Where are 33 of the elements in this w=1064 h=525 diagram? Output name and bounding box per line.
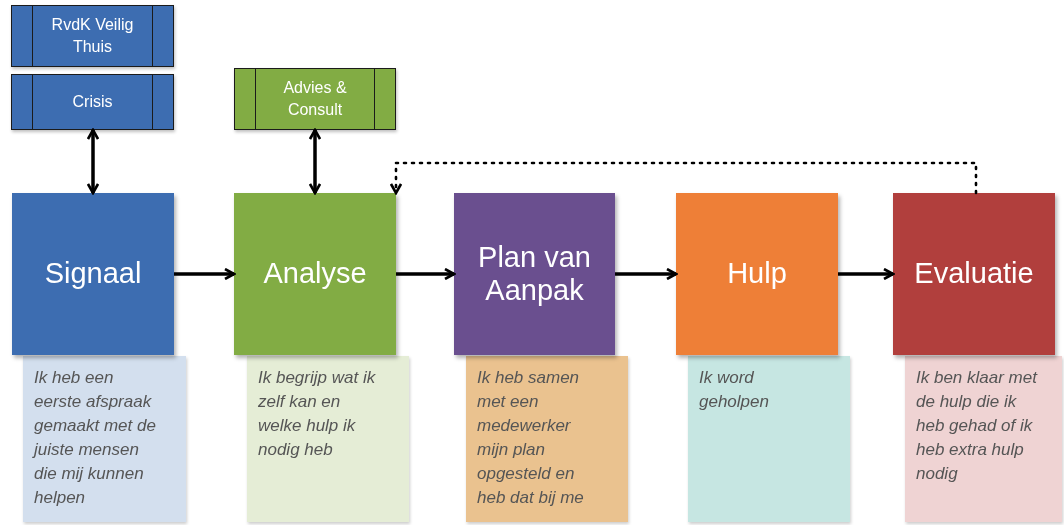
box-label: Advies & Consult — [282, 78, 348, 120]
arrow — [838, 267, 895, 281]
note-card — [905, 356, 1062, 522]
step-title: Evaluatie — [914, 257, 1034, 291]
note-text: Ik ben klaar met de hulp die ik heb gehad of ik heb extra hulp nodig — [916, 367, 1039, 485]
note-text: Ik heb een eerste afspraak gemaakt met de juiste mensen die mij kunnen helpen — [34, 367, 157, 509]
step-box — [676, 193, 838, 355]
step-title: Signaal — [44, 257, 142, 291]
arrow — [308, 128, 322, 195]
step-box — [12, 193, 174, 355]
note-card — [688, 356, 850, 522]
process-box — [11, 74, 174, 130]
step-title: Hulp — [727, 257, 787, 291]
process-box — [234, 68, 396, 130]
box-label: RvdK Veilig Thuis — [50, 15, 135, 57]
arrow — [396, 267, 456, 281]
box-label: Crisis — [72, 92, 113, 113]
arrow — [174, 267, 236, 281]
step-title: Analyse — [263, 257, 367, 291]
note-text: Ik word geholpen — [699, 367, 770, 413]
step-box — [893, 193, 1055, 355]
note-card — [247, 356, 409, 522]
arrow — [86, 128, 100, 195]
arrow — [615, 267, 678, 281]
step-box — [454, 193, 615, 355]
note-card — [23, 356, 186, 522]
process-box — [11, 5, 174, 67]
step-title: Plan van Aanpak — [477, 240, 592, 308]
note-card — [466, 356, 628, 522]
note-text: Ik begrijp wat ik zelf kan en welke hulp ik nodig heb — [258, 367, 377, 461]
note-text: Ik heb samen met een medewerker mijn plan opgesteld en heb dat bij me — [477, 367, 585, 509]
step-box — [234, 193, 396, 355]
dotted-arrow — [389, 161, 978, 195]
